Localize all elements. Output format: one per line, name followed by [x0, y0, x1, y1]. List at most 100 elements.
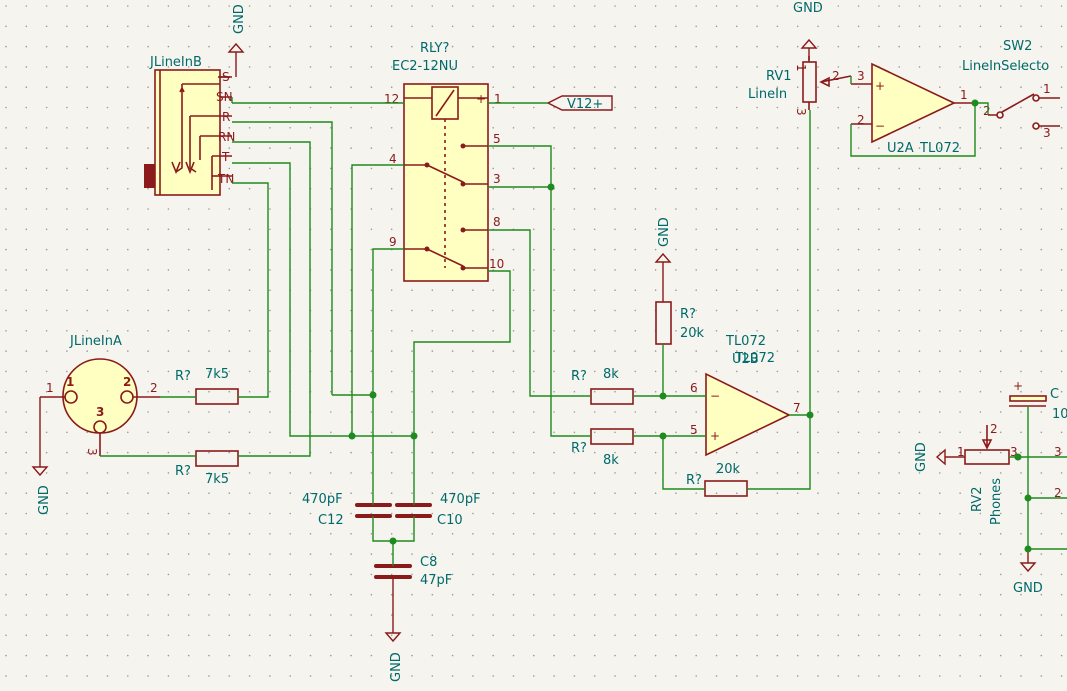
u2b-tl072-label: TL072 — [725, 334, 766, 349]
gnd-symbol-left: GND — [31, 397, 52, 515]
jack-a-xlr[interactable]: 1 2 3 JLineInA 1 2 3 — [40, 334, 160, 456]
svg-text:10: 10 — [1052, 407, 1067, 422]
resistor-20k-top[interactable]: R? 20k — [655, 301, 705, 345]
svg-text:C: C — [1050, 387, 1059, 402]
svg-text:20k: 20k — [716, 462, 741, 477]
gnd-symbol-u2b: GND — [654, 217, 672, 302]
svg-text:GND: GND — [914, 442, 929, 472]
sw2-ref: SW2 — [1003, 39, 1032, 54]
svg-text:7: 7 — [793, 401, 801, 415]
capacitor-c12[interactable]: 470pF C12 — [302, 492, 392, 528]
u2b-ref-label: U2B — [732, 352, 759, 367]
svg-text:R?: R? — [680, 307, 696, 322]
resistor-7k5-b[interactable]: R? 7k5 — [175, 450, 239, 487]
svg-text:5: 5 — [493, 132, 501, 146]
svg-text:2: 2 — [983, 104, 991, 118]
v12-net-label[interactable]: V12+ — [546, 95, 613, 112]
resistor-8k-a[interactable]: R? 8k — [571, 367, 634, 405]
svg-text:R?: R? — [686, 473, 702, 488]
jack-b-pin-t: T — [221, 150, 230, 164]
svg-text:3: 3 — [493, 172, 501, 186]
jack-b-pin-s: S — [222, 70, 230, 84]
capacitor-c10[interactable]: 470pF C10 — [395, 492, 481, 528]
gnd-symbol-bottom: GND — [384, 577, 404, 682]
svg-text:3: 3 — [1010, 445, 1018, 459]
u2b-value-top: TL072 — [734, 351, 775, 366]
svg-text:8: 8 — [493, 215, 501, 229]
resistor-20k-bottom[interactable]: R? 20k — [686, 462, 748, 497]
svg-text:GND: GND — [1013, 581, 1043, 596]
svg-text:4: 4 — [389, 152, 397, 166]
sw2-value: LineInSelecto — [962, 59, 1049, 74]
svg-text:1: 1 — [494, 92, 502, 106]
svg-text:3: 3 — [96, 405, 104, 419]
svg-text:C10: C10 — [437, 513, 463, 528]
jack-b[interactable]: JLineInB S SN R RN T TN — [144, 55, 235, 196]
svg-text:+: + — [476, 92, 486, 106]
svg-text:−: − — [710, 389, 720, 403]
rv1-ref: RV1 — [766, 69, 792, 84]
jack-b-pin-sn: SN — [216, 90, 233, 104]
svg-text:1: 1 — [46, 381, 54, 395]
svg-text:1: 1 — [957, 445, 965, 459]
jack-b-pin-r: R — [222, 110, 230, 124]
gnd-symbol-rv2: GND — [914, 442, 965, 472]
svg-text:R?: R? — [175, 464, 191, 479]
u2b-opamp[interactable]: − + 6 5 7 TL072 TL072 U2B — [690, 351, 801, 457]
svg-text:R?: R? — [571, 369, 587, 384]
resistor-8k-b[interactable]: R? 8k — [571, 428, 634, 468]
svg-text:7k5: 7k5 — [205, 472, 229, 487]
resistor-7k5-a[interactable]: R? 7k5 — [175, 367, 239, 405]
svg-text:+: + — [875, 79, 885, 93]
relay[interactable]: RLY? EC2-12NU 12 + 1 5 4 3 8 9 10 — [384, 41, 504, 282]
u2a-ref: U2A — [887, 141, 914, 156]
svg-text:2: 2 — [123, 375, 131, 389]
svg-text:GND: GND — [37, 485, 52, 515]
svg-text:RV2: RV2 — [970, 487, 985, 513]
svg-text:8k: 8k — [603, 367, 619, 382]
svg-text:2: 2 — [150, 381, 158, 395]
grid — [5, 5, 1063, 677]
svg-text:1: 1 — [1043, 82, 1051, 96]
jack-b-pin-tn: TN — [217, 172, 234, 186]
svg-text:5: 5 — [690, 423, 698, 437]
svg-text:GND: GND — [793, 1, 823, 16]
capacitor-partial-right[interactable]: + C 10 — [1009, 379, 1067, 422]
jack-b-ref: JLineInB — [149, 55, 202, 70]
svg-text:2: 2 — [1054, 486, 1062, 500]
svg-text:7k5: 7k5 — [205, 367, 229, 382]
svg-text:470pF: 470pF — [302, 492, 343, 507]
svg-text:GND: GND — [657, 217, 672, 247]
svg-text:C12: C12 — [318, 513, 344, 528]
svg-text:C8: C8 — [420, 555, 437, 570]
gnd-symbol-right: GND — [1013, 549, 1043, 596]
svg-text:10: 10 — [489, 257, 504, 271]
jack-b-pin-rn: RN — [218, 130, 235, 144]
svg-text:GND: GND — [389, 652, 404, 682]
svg-text:R?: R? — [571, 441, 587, 456]
svg-text:1: 1 — [794, 64, 808, 72]
svg-text:2: 2 — [990, 422, 998, 436]
svg-text:3: 3 — [794, 108, 808, 116]
svg-text:2: 2 — [832, 69, 840, 83]
jack-a-ref: JLineInA — [69, 334, 122, 349]
junctions — [348, 99, 1032, 553]
rv1-pot[interactable]: GND 1 2 3 RV1 LineIn — [748, 1, 852, 116]
svg-text:V12+: V12+ — [567, 97, 603, 112]
capacitor-c8[interactable]: C8 47pF — [374, 555, 452, 588]
svg-text:47pF: 47pF — [420, 573, 452, 588]
u2a-value: TL072 — [919, 141, 960, 156]
svg-text:Phones: Phones — [989, 478, 1004, 525]
u2a-opamp[interactable]: + − 3 2 1 U2A TL072 — [851, 62, 972, 156]
relay-ref: RLY? — [420, 41, 449, 56]
svg-text:3: 3 — [1043, 126, 1051, 140]
svg-text:+: + — [710, 429, 720, 443]
sw2-switch[interactable]: SW2 LineInSelecto 2 1 3 — [962, 39, 1060, 140]
rv2-pot[interactable]: 1 2 3 RV2 Phones — [957, 422, 1018, 525]
svg-text:470pF: 470pF — [440, 492, 481, 507]
svg-text:12: 12 — [384, 92, 399, 106]
relay-value: EC2-12NU — [392, 59, 458, 74]
svg-text:9: 9 — [389, 235, 397, 249]
